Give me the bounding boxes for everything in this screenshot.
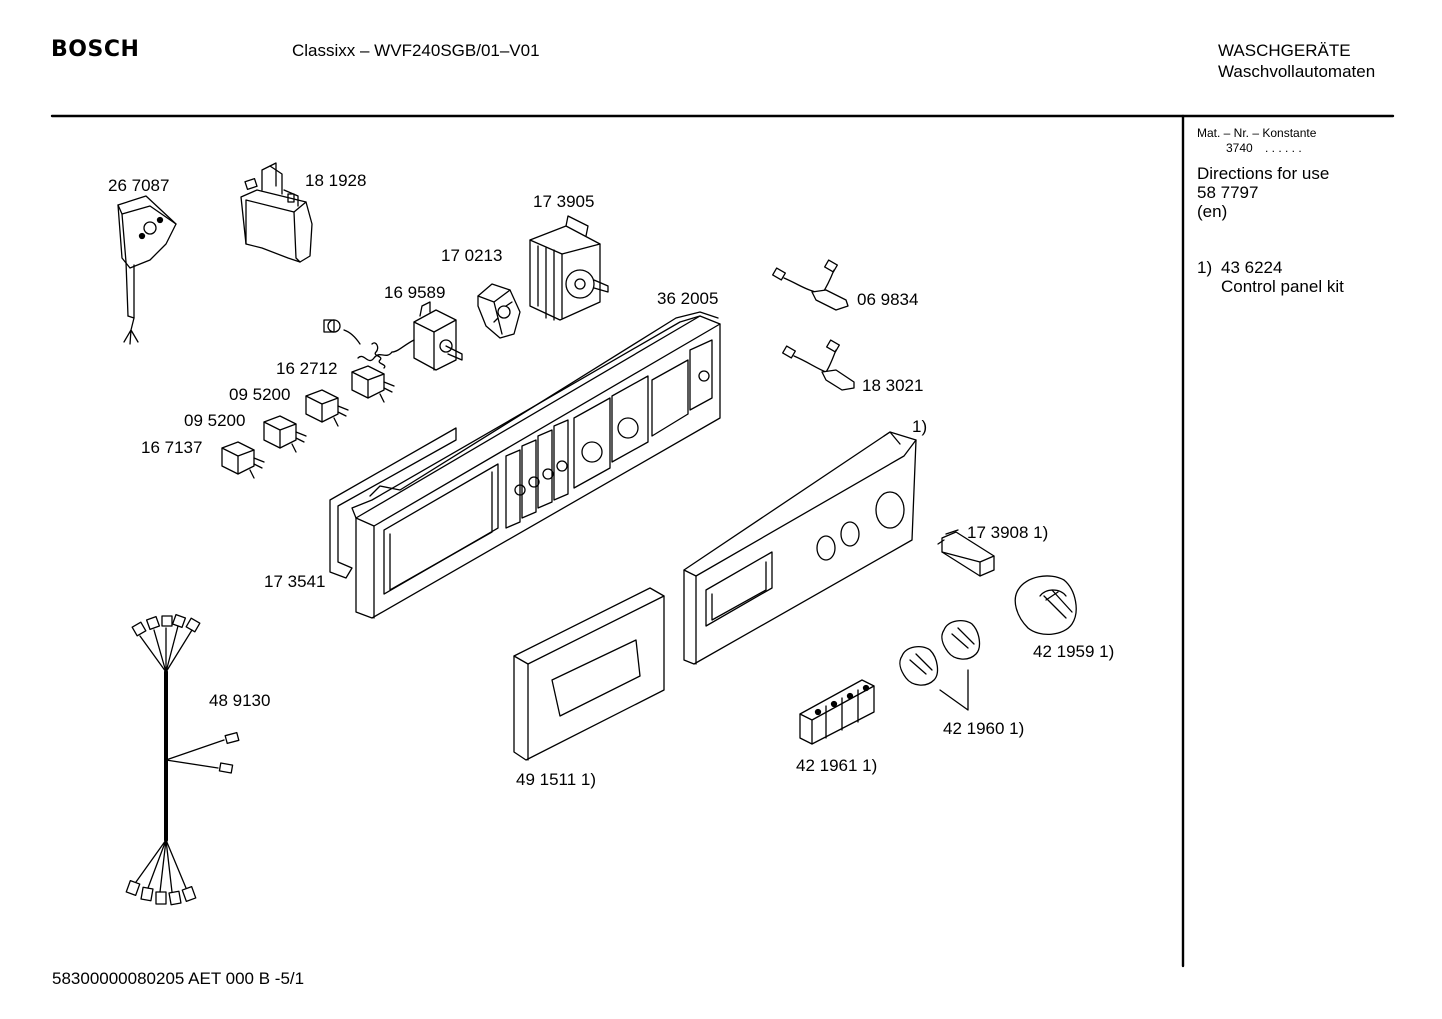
- directions-lang: (en): [1197, 202, 1228, 221]
- push-switch-09-5200-a: [306, 390, 348, 426]
- control-panel-front: [684, 432, 916, 664]
- part-label: 09 5200: [184, 411, 246, 430]
- part-label: 1): [912, 417, 928, 436]
- part-label: 42 1959 1): [1033, 642, 1115, 661]
- mat-value: 3740: [1226, 141, 1253, 155]
- part-label: 17 0213: [441, 246, 503, 265]
- programme-knob: [1015, 576, 1076, 634]
- part-label: 49 1511 1): [516, 770, 597, 789]
- mat-label: Mat. – Nr. – Konstante: [1197, 126, 1317, 140]
- part-label: 36 2005: [657, 289, 719, 308]
- indicator-lamp-18-3021: [783, 340, 854, 390]
- part-label: 17 3541: [264, 572, 326, 591]
- category-title: WASCHGERÄTE: [1218, 41, 1351, 60]
- part-label: 42 1960 1): [943, 719, 1025, 738]
- knob-bushing: [938, 530, 994, 576]
- push-switch-16-2712: [352, 366, 394, 402]
- part-label: 26 7087: [108, 176, 170, 195]
- control-panel-carrier: [330, 312, 720, 618]
- brand-logo: BOSCH: [51, 37, 140, 62]
- small-knob-b: [900, 647, 938, 685]
- category-subtitle: Waschvollautomaten: [1218, 62, 1376, 81]
- temperature-selector: [324, 302, 462, 370]
- part-label: 16 9589: [384, 283, 446, 302]
- drawer-handle: [514, 588, 664, 760]
- kit-number: 43 6224: [1221, 258, 1283, 277]
- selector-switch: [478, 284, 520, 338]
- leader-line: [940, 670, 968, 710]
- directions-number: 58 7797: [1197, 183, 1259, 202]
- part-label: 09 5200: [229, 385, 291, 404]
- part-label: 18 3021: [862, 376, 924, 395]
- mat-dots: . . . . . .: [1265, 141, 1302, 155]
- kit-name: Control panel kit: [1221, 277, 1344, 296]
- part-label: 17 3905: [533, 192, 595, 211]
- directions-title: Directions for use: [1197, 164, 1330, 183]
- mains-plug: [118, 196, 176, 344]
- push-switch-09-5200-b: [264, 416, 306, 452]
- push-switch-16-7137: [222, 442, 264, 478]
- footer-code: 58300000080205 AET 000 B -5/1: [52, 969, 305, 988]
- model-title: Classixx – WVF240SGB/01–V01: [292, 41, 540, 60]
- programme-timer: [530, 216, 608, 320]
- part-label: 06 9834: [857, 290, 919, 309]
- indicator-lamp-06-9834: [773, 260, 848, 310]
- kit-ref: 1): [1197, 258, 1213, 277]
- suppressor-filter: [241, 163, 312, 262]
- part-label: 17 3908 1): [967, 523, 1049, 542]
- part-label: 42 1961 1): [796, 756, 878, 775]
- part-label: 18 1928: [305, 171, 367, 190]
- push-button-set: [800, 680, 874, 744]
- part-label: 48 9130: [209, 691, 271, 710]
- part-label: 16 2712: [276, 359, 338, 378]
- small-knob-a: [942, 621, 980, 659]
- part-label: 16 7137: [141, 438, 203, 457]
- wiring-harness: [126, 615, 239, 905]
